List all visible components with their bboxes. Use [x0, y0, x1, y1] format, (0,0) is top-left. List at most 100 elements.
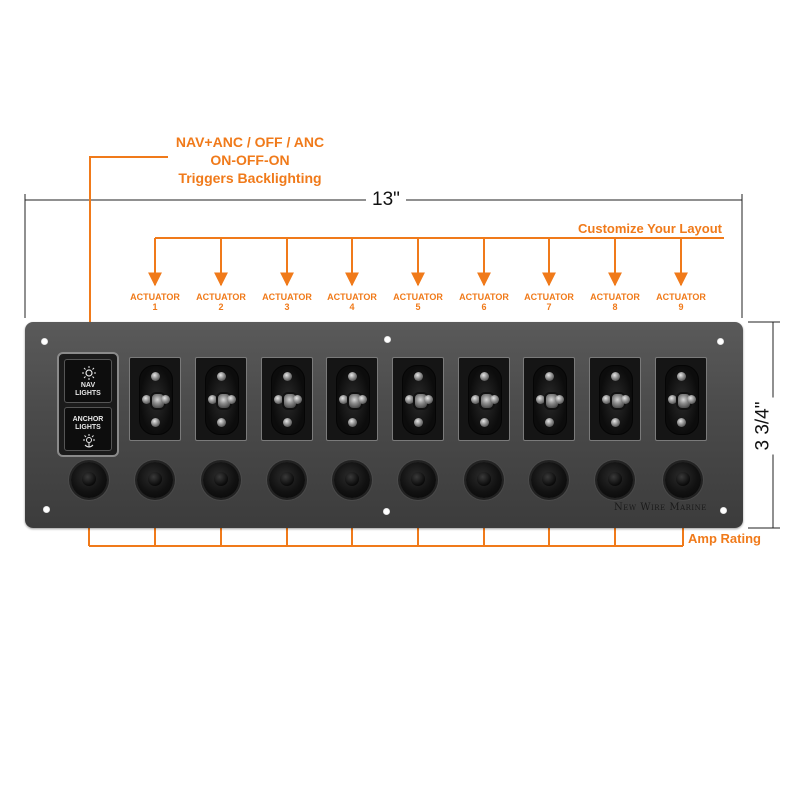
- switch-callout: NAV+ANC / OFF / ANC ON-OFF-ON Triggers B…: [150, 133, 350, 187]
- nav-anchor-lighted-switch[interactable]: NAV LIGHTS ANCHOR LIGHTS: [57, 352, 119, 457]
- actuator-number: 2: [218, 302, 224, 312]
- circuit-breaker[interactable]: [531, 462, 567, 498]
- rocker-base: [533, 365, 567, 435]
- terminal-pin: [490, 395, 499, 404]
- circuit-breaker[interactable]: [203, 462, 239, 498]
- actuator-switch-slot[interactable]: [195, 357, 247, 441]
- terminal-pin: [668, 395, 677, 404]
- actuator-switch-slot[interactable]: [326, 357, 378, 441]
- terminal-pin: [208, 395, 217, 404]
- actuator-switch-slot[interactable]: [458, 357, 510, 441]
- rocker-base: [665, 365, 699, 435]
- mount-hole: [717, 338, 724, 345]
- circuit-breaker[interactable]: [71, 462, 107, 498]
- circuit-breaker[interactable]: [400, 462, 436, 498]
- actuator-name: ACTUATOR: [130, 292, 180, 302]
- actuator-number: 1: [152, 302, 158, 312]
- terminal-pin: [621, 395, 630, 404]
- nav-label-1: NAV: [80, 382, 96, 389]
- height-dimension-label: 3 3/4": [752, 397, 775, 455]
- amp-rating-label: Amp Rating: [686, 531, 763, 546]
- rocker-base: [468, 365, 502, 435]
- anchor-light-icon: [83, 434, 95, 448]
- terminal-pin: [414, 372, 423, 381]
- customize-layout-label: Customize Your Layout: [578, 221, 722, 236]
- actuator-name: ACTUATOR: [524, 292, 574, 302]
- actuator-number: 3: [284, 302, 290, 312]
- actuator-switch-slot[interactable]: [589, 357, 641, 441]
- terminal-pin: [555, 395, 564, 404]
- terminal-pin: [227, 395, 236, 404]
- mount-hole: [384, 336, 391, 343]
- terminal-pin: [677, 418, 686, 427]
- terminal-pin: [611, 418, 620, 427]
- rocker-base: [599, 365, 633, 435]
- anchor-label-2: LIGHTS: [75, 424, 101, 431]
- actuator-number: 7: [546, 302, 552, 312]
- actuator-number: 5: [415, 302, 421, 312]
- circuit-breaker[interactable]: [137, 462, 173, 498]
- actuator-switch-slot[interactable]: [523, 357, 575, 441]
- terminal-pin: [283, 372, 292, 381]
- nav-label-2: LIGHTS: [75, 390, 101, 397]
- terminal-pin: [151, 418, 160, 427]
- actuator-name: ACTUATOR: [459, 292, 509, 302]
- mount-hole: [41, 338, 48, 345]
- terminal-pin: [339, 395, 348, 404]
- rocker-base: [271, 365, 305, 435]
- circuit-breaker[interactable]: [269, 462, 305, 498]
- terminal-pin: [348, 372, 357, 381]
- terminal-pin: [283, 418, 292, 427]
- terminal-pin: [536, 395, 545, 404]
- actuator-switch-slot[interactable]: [261, 357, 313, 441]
- mount-hole: [720, 507, 727, 514]
- rocker-base: [402, 365, 436, 435]
- terminal-pin: [405, 395, 414, 404]
- terminal-pin: [545, 418, 554, 427]
- rocker-base: [336, 365, 370, 435]
- anchor-lights-rocker[interactable]: ANCHOR LIGHTS: [64, 407, 112, 451]
- actuator-name: ACTUATOR: [393, 292, 443, 302]
- terminal-pin: [611, 372, 620, 381]
- actuator-name: ACTUATOR: [656, 292, 706, 302]
- width-dimension-label: 13": [366, 189, 406, 211]
- actuator-name: ACTUATOR: [590, 292, 640, 302]
- actuator-switch-slot[interactable]: [129, 357, 181, 441]
- terminal-pin: [217, 372, 226, 381]
- terminal-pin: [414, 418, 423, 427]
- circuit-breaker[interactable]: [597, 462, 633, 498]
- circuit-breaker[interactable]: [334, 462, 370, 498]
- actuator-number: 8: [612, 302, 618, 312]
- actuator-name: ACTUATOR: [262, 292, 312, 302]
- callout-connector: [83, 156, 168, 345]
- rocker-base: [139, 365, 173, 435]
- mount-hole: [383, 508, 390, 515]
- nav-lights-rocker[interactable]: NAV LIGHTS: [64, 359, 112, 403]
- terminal-pin: [293, 395, 302, 404]
- circuit-breaker[interactable]: [665, 462, 701, 498]
- actuator-number: 4: [349, 302, 355, 312]
- actuator-switch-slot[interactable]: [392, 357, 444, 441]
- actuator-switch-slot[interactable]: [655, 357, 707, 441]
- rocker-base: [205, 365, 239, 435]
- actuator-number: 6: [481, 302, 487, 312]
- terminal-pin: [424, 395, 433, 404]
- terminal-pin: [358, 395, 367, 404]
- actuator-number: 9: [678, 302, 684, 312]
- sun-icon: [82, 366, 96, 380]
- callout-line-2: ON-OFF-ON: [210, 152, 290, 168]
- terminal-pin: [142, 395, 151, 404]
- terminal-pin: [545, 372, 554, 381]
- circuit-breaker[interactable]: [466, 462, 502, 498]
- terminal-pin: [677, 372, 686, 381]
- terminal-pin: [151, 372, 160, 381]
